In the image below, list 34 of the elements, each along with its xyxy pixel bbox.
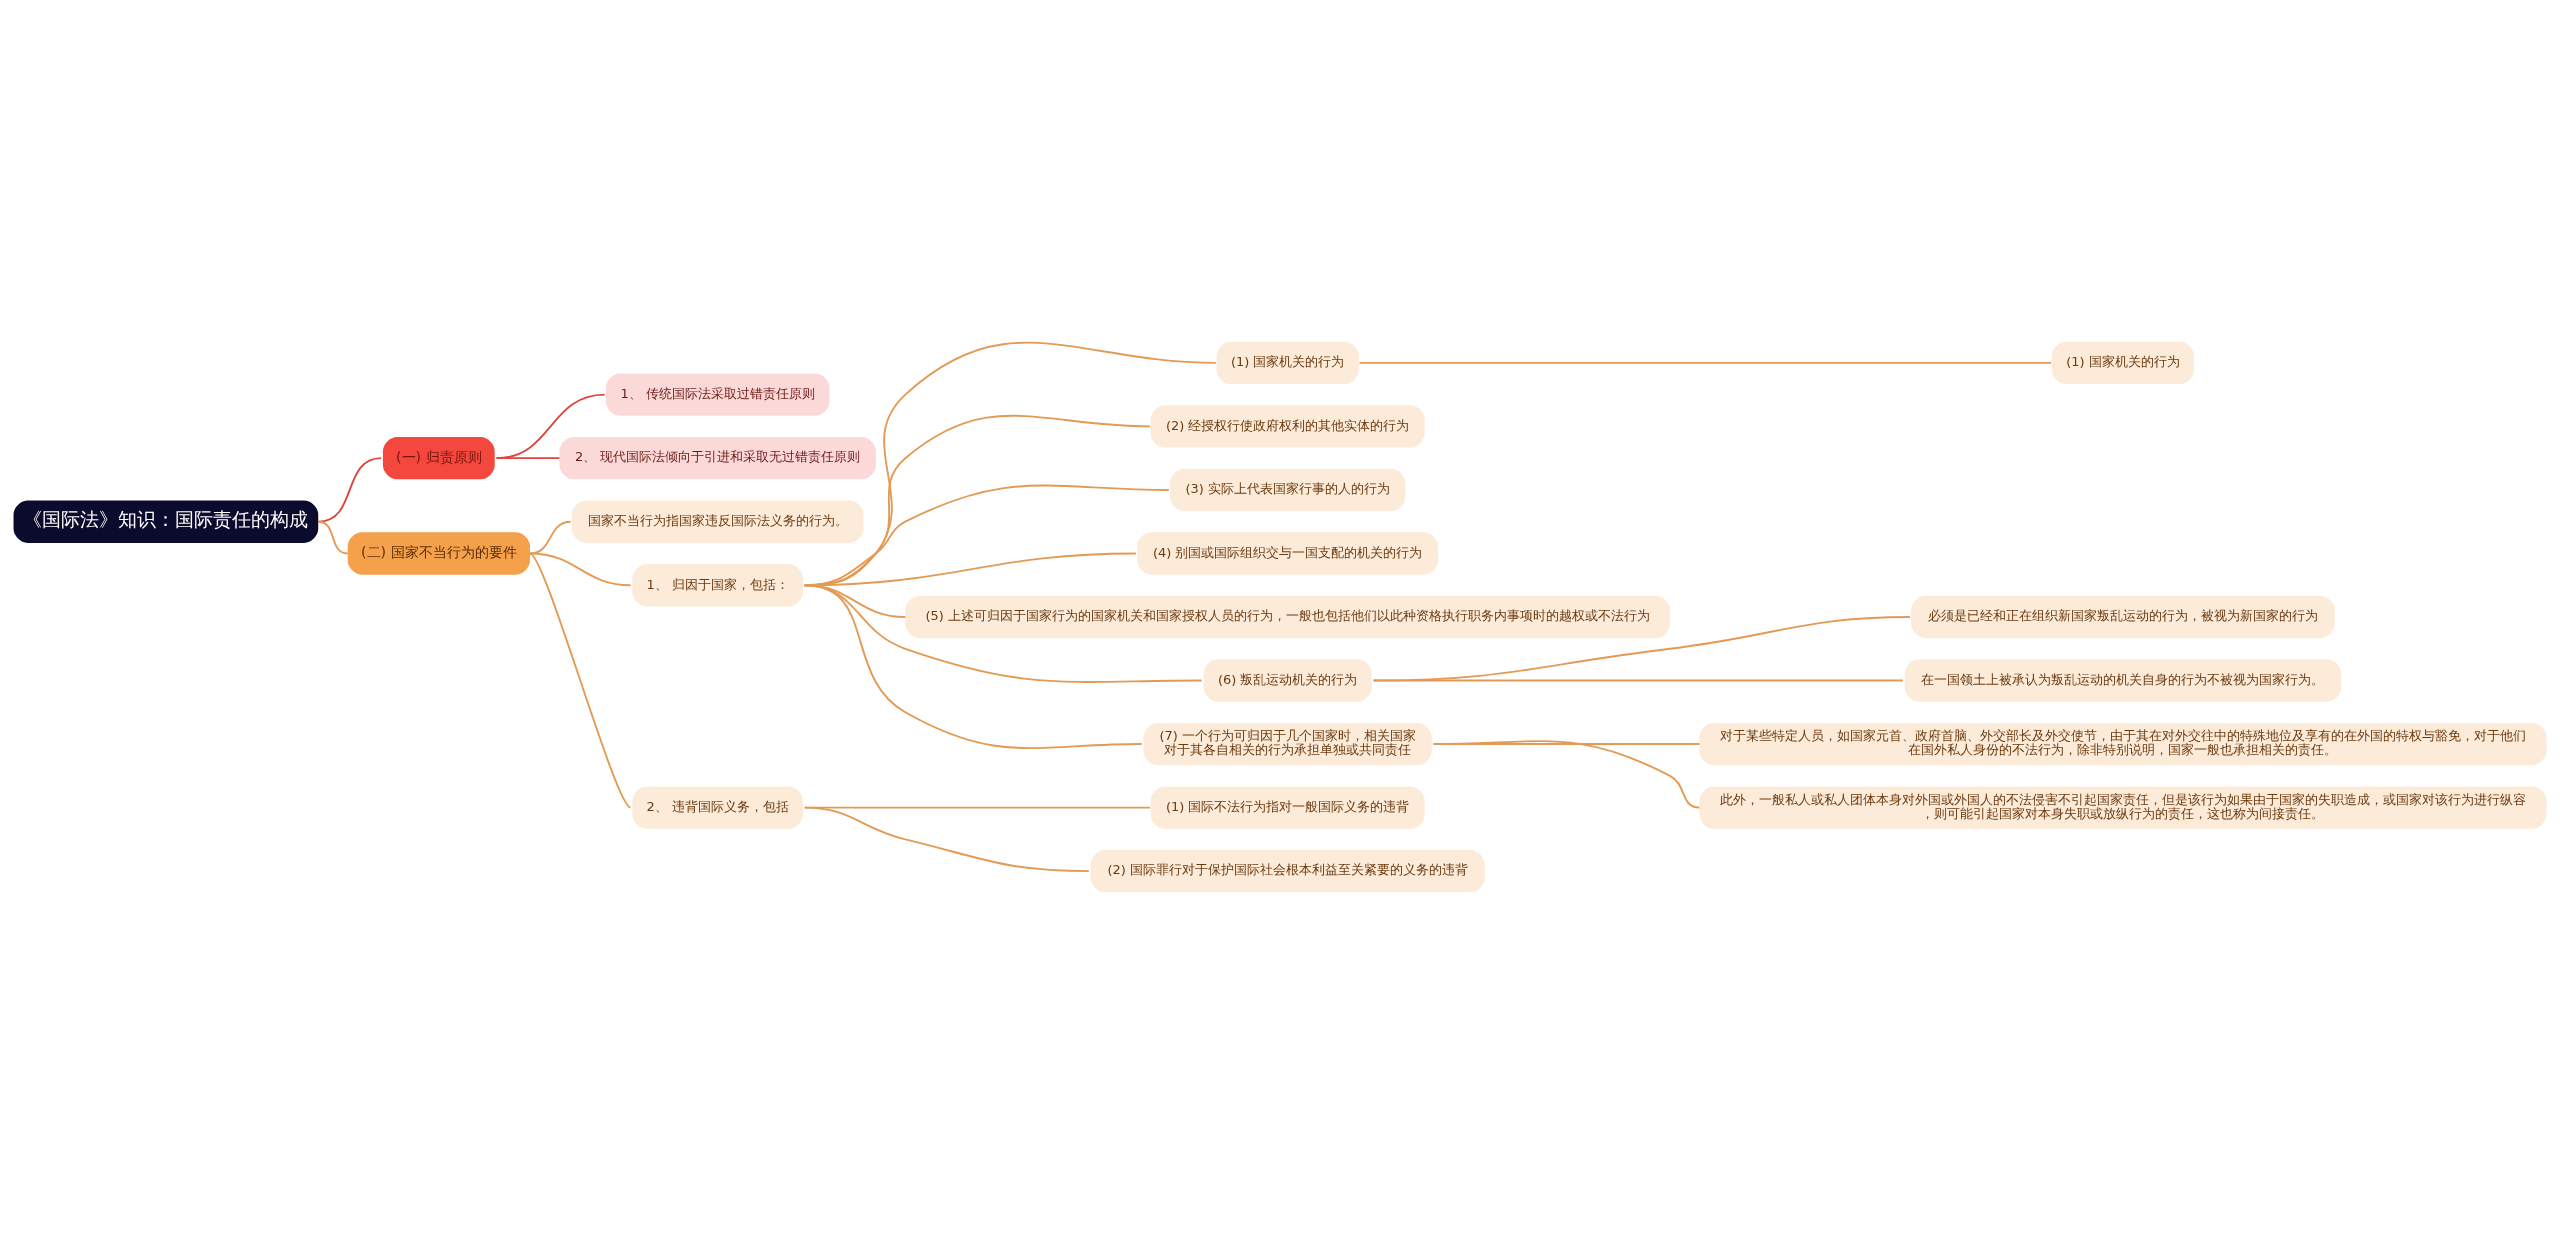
connector (803, 806, 1090, 872)
connector (1372, 615, 1911, 681)
connector (1358, 361, 2053, 364)
node-box: (2) 经授权行使政府权利的其他实体的行为 (1150, 404, 1425, 448)
node-box: (1) 国家机关的行为 (2051, 341, 2195, 384)
node-box: 对于某些特定人员，如国家元首、政府首脑、外交部长及外交使节，由于其在对外交往中的特殊地位及享有的在外国的特权与豁免，对于他们在国外私人身份的不法行为，除非特别说明，国家一般也承担相关的责任。 (1699, 722, 2547, 765)
node-box: 国家不当行为指国家违反国际法义务的行为。 (571, 500, 864, 543)
connector (317, 520, 349, 554)
node-box: (一) 归责原则 (382, 436, 495, 479)
node-box: 1、 传统国际法采取过错责任原则 (605, 372, 830, 416)
connector (1372, 679, 1904, 681)
node-box: (二) 国家不当行为的要件 (347, 531, 530, 575)
node-box: (4) 别国或国际组织交与一国支配的机关的行为 (1137, 531, 1439, 575)
connector (1432, 739, 1701, 809)
node-box: (1) 国家机关的行为 (1216, 341, 1359, 384)
node-box: (6) 叛乱运动机关的行为 (1203, 658, 1372, 702)
connector (529, 552, 632, 809)
node-box: 1、 归因于国家，包括： (632, 563, 803, 606)
connector (495, 456, 561, 459)
node-box: (1) 国际不法行为指对一般国际义务的违背 (1150, 785, 1425, 829)
node-box: 在一国领土上被承认为叛乱运动的机关自身的行为不被视为国家行为。 (1904, 658, 2342, 702)
node-box: 必须是已经和正在组织新国家叛乱运动的行为，被视为新国家的行为 (1911, 595, 2335, 638)
node-box: (5) 上述可归因于国家行为的国家机关和国家授权人员的行为，一般也包括他们以此种资格执行职务内事项时的越权或不法行为 (905, 595, 1670, 638)
connector (529, 552, 632, 586)
connector (803, 583, 1143, 749)
node-box: (7) 一个行为可归因于几个国家时，相关国家对于其各自相关的行为承担单独或共同责任 (1143, 722, 1432, 765)
node-box: 2、 现代国际法倾向于引进和采取无过错责任原则 (559, 436, 876, 479)
node-box: (3) 实际上代表国家行事的人的行为 (1170, 468, 1406, 511)
node-box: 2、 违背国际义务，包括 (632, 785, 803, 829)
node-box: (2) 国际罪行对于保护国际社会根本利益至关紧要的义务的违背 (1090, 849, 1485, 892)
node-box: 此外，一般私人或私人团体本身对外国或外国人的不法侵害不引起国家责任，但是该行为如果由于国家的失职造成，或国家对该行为进行纵容，则可能引起国家对本身失职或放纵行为的责任，这也称为间接责任。 (1699, 785, 2547, 829)
connector (529, 520, 572, 554)
connector (495, 393, 606, 459)
node-box: 《国际法》知识：国际责任的构成 (13, 500, 319, 543)
